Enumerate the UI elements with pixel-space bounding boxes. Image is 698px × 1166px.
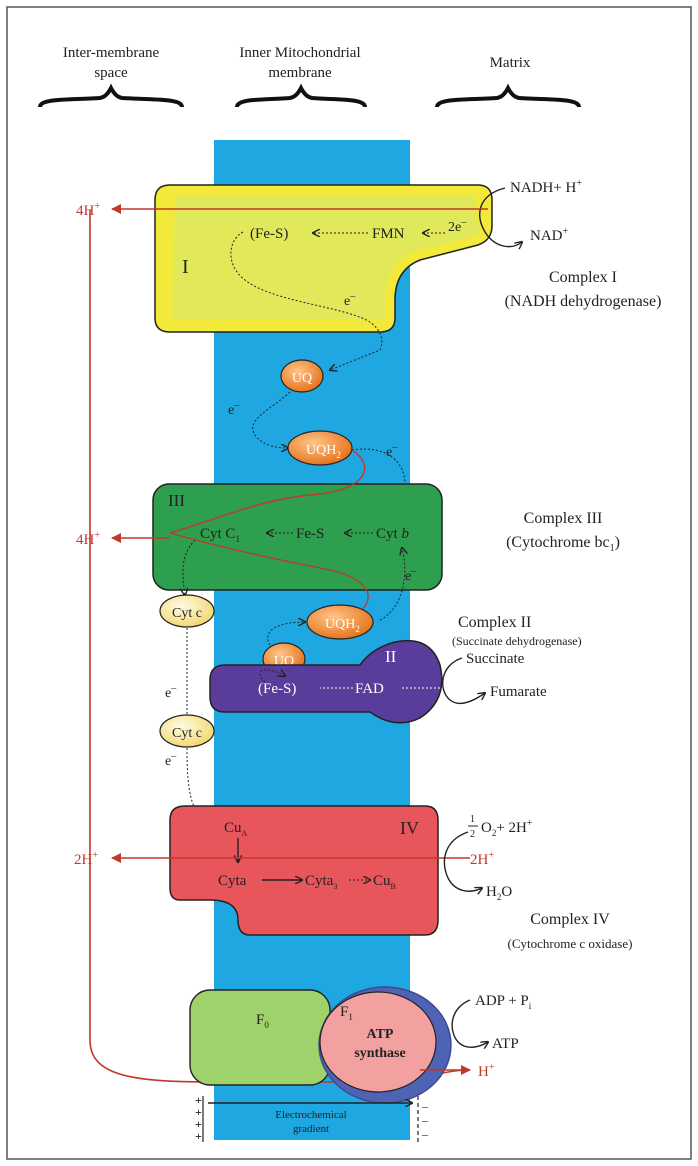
complex-4-numeral: IV	[400, 818, 419, 838]
complex-1-full: (NADH dehydrogenase)	[505, 293, 662, 310]
half-num: 1	[470, 814, 475, 825]
gradient-label-2: gradient	[293, 1123, 329, 1135]
complex-4-name: Complex IV	[530, 911, 610, 928]
atp-synthase-line1: ATP	[367, 1027, 394, 1042]
path-cytc1-cytc	[183, 539, 196, 595]
uqh2-1	[287, 430, 353, 466]
uqh2-1-label: UQH2	[306, 443, 341, 460]
complex-3-full: (Cytochrome bc1)	[506, 534, 620, 554]
f0-label: F0	[256, 1012, 269, 1030]
complex-2-name: Complex II	[458, 614, 531, 631]
brace-membrane	[235, 83, 367, 108]
cub-label: CuB	[373, 873, 396, 891]
plus-2: +	[195, 1105, 202, 1119]
inner-membrane-label-2: membrane	[268, 65, 332, 81]
cyt-c-1	[159, 594, 215, 628]
plus-1: +	[195, 1093, 202, 1107]
f0-subunit	[189, 989, 331, 1086]
complex-1-name: Complex I	[549, 269, 617, 286]
o2-label: O2+ 2H+	[481, 818, 533, 838]
complex-1-e: e–	[344, 291, 356, 309]
path-fes-uq	[259, 670, 285, 683]
o2-arrow	[443, 831, 482, 891]
proton-2h-matrix: 2H+	[470, 850, 494, 868]
complex-2-fad: FAD	[355, 681, 384, 697]
e-uq: e–	[228, 400, 240, 418]
frame-border	[6, 6, 692, 1160]
intermembrane-label: Inter-membrane	[63, 45, 160, 61]
cua-label: CuA	[224, 820, 248, 838]
cyt-c1-label: Cyt C1	[200, 526, 240, 544]
half-den: 2	[470, 829, 475, 840]
complex-3-name: Complex III	[524, 510, 603, 527]
h2o-label: H2O	[486, 884, 512, 902]
cyta-label: Cyta	[218, 873, 247, 889]
plus-4: +	[195, 1129, 202, 1143]
e-uqh2: e–	[386, 442, 398, 460]
e-cytb: e–	[405, 566, 417, 584]
atp-label: ATP	[492, 1036, 519, 1052]
qcycle-line-2	[169, 532, 369, 613]
cyta3-label: Cyta3	[305, 873, 337, 891]
uqh2-2	[306, 604, 374, 640]
complex-1-fes: (Fe-S)	[250, 226, 288, 242]
gradient-label-1: Electrochemical	[275, 1109, 346, 1121]
path-cytc-cua	[186, 747, 222, 826]
proton-4h-1: 4H+	[76, 201, 100, 219]
complex-2	[209, 640, 443, 724]
complex-2-numeral: II	[385, 647, 397, 666]
adp-arrow	[451, 999, 488, 1047]
complex-3-numeral: III	[168, 491, 185, 510]
minus-2: –	[421, 1113, 429, 1127]
complex-1-numeral: I	[182, 256, 189, 278]
complex-1-2e: 2e–	[448, 217, 467, 235]
uqh2-2-label: UQH2	[325, 617, 360, 634]
complex-1-fmn: FMN	[372, 226, 405, 242]
matrix-label: Matrix	[490, 55, 531, 71]
inner-membrane-label: Inner Mitochondrial	[239, 45, 360, 61]
fumarate-label: Fumarate	[490, 684, 547, 700]
complex-3	[152, 483, 443, 591]
minus-3: –	[421, 1127, 429, 1141]
nad-label: NAD+	[530, 226, 569, 244]
uq-1-label: UQ	[292, 371, 312, 386]
complex-2-full: (Succinate dehydrogenase)	[452, 634, 582, 648]
complex-4-full: (Cytochrome c oxidase)	[508, 936, 633, 951]
nadh-arrow	[479, 187, 522, 247]
proton-4h-3: 4H+	[76, 530, 100, 548]
complex-4	[169, 805, 439, 936]
cyt-c-2	[159, 714, 215, 748]
proton-2h-4: 2H+	[74, 850, 98, 868]
intermembrane-label-2: space	[94, 65, 128, 81]
path-uq-uqh2-lower	[267, 622, 305, 646]
uq-1	[280, 359, 324, 393]
complex-1-inner	[172, 195, 480, 320]
cyt-b-label: Cyt b	[376, 526, 409, 542]
succinate-label: Succinate	[466, 651, 525, 667]
nadh-label: NADH+ H+	[510, 178, 582, 196]
brace-matrix	[435, 83, 581, 108]
brace-intermembrane	[38, 83, 184, 108]
complex-2-fes: (Fe-S)	[258, 681, 296, 697]
plus-3: +	[195, 1117, 202, 1131]
e-cytc: e–	[165, 683, 177, 701]
e-cytc-2: e–	[165, 751, 177, 769]
complex-3-fes: Fe-S	[296, 526, 324, 542]
path-uqh2-cytb-lower	[379, 548, 405, 621]
succinate-arrow	[442, 657, 485, 704]
f1-label: F1	[340, 1004, 353, 1022]
f1-subunit	[319, 991, 437, 1093]
minus-1: –	[421, 1099, 429, 1113]
cyt-c-1-label: Cyt c	[172, 606, 202, 621]
path-fes-uq	[230, 231, 383, 370]
path-uq-uqh2	[252, 391, 291, 448]
qcycle-line-1	[169, 449, 366, 534]
proton-h-atp: H+	[478, 1062, 495, 1080]
cyt-c-2-label: Cyt c	[172, 726, 202, 741]
atp-synthase-line2: synthase	[354, 1046, 405, 1061]
adp-label: ADP + Pi	[475, 993, 532, 1011]
